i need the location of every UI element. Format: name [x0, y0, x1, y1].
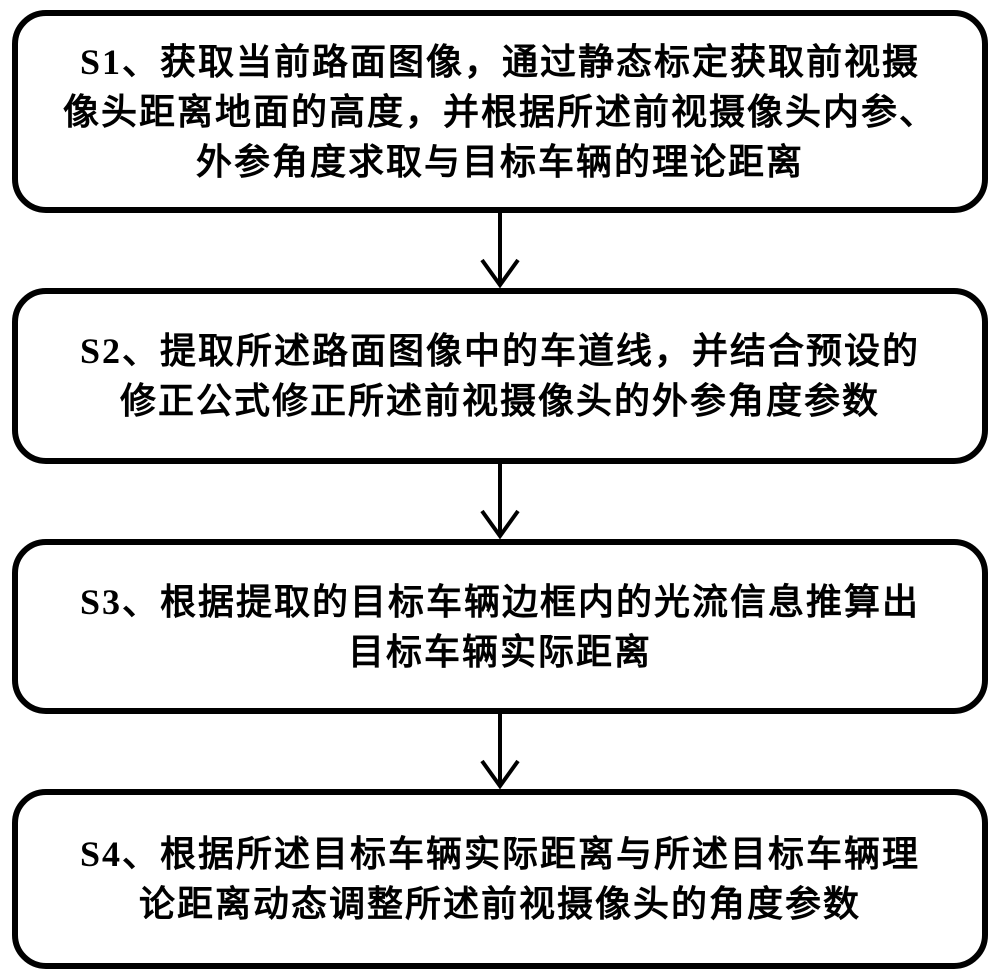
step-s2-line-2: 修正公式修正所述前视摄像头的外参角度参数 — [119, 381, 880, 421]
step-s1-line-3: 外参角度求取与目标车辆的理论距离 — [195, 141, 804, 182]
down-arrow-icon — [480, 213, 520, 288]
connector-s3-s4 — [476, 714, 524, 789]
down-arrow-icon — [480, 714, 520, 789]
step-s1-line-2: 像头距离地面的高度，并根据所述前视摄像头内参、 — [62, 91, 937, 132]
step-s3-line-1: S3、根据提取的目标车辆边框内的光流信息推算出 — [79, 581, 921, 622]
connector-s2-s3 — [476, 464, 524, 539]
step-s4-line-1: S4、根据所述目标车辆实际距离与所述目标车辆理 — [79, 834, 921, 874]
step-box-s2: S2、提取所述路面图像中的车道线，并结合预设的 修正公式修正所述前视摄像头的外参… — [12, 288, 988, 464]
step-s3-line-2: 目标车辆实际距离 — [347, 631, 652, 672]
step-s2-line-1: S2、提取所述路面图像中的车道线，并结合预设的 — [79, 331, 921, 371]
step-box-s1: S1、获取当前路面图像，通过静态标定获取前视摄 像头距离地面的高度，并根据所述前… — [12, 10, 988, 213]
step-s4-line-2: 论距离动态调整所述前视摄像头的角度参数 — [138, 884, 861, 924]
step-s1-line-1: S1、获取当前路面图像，通过静态标定获取前视摄 — [79, 41, 921, 82]
down-arrow-icon — [480, 464, 520, 539]
step-box-s4: S4、根据所述目标车辆实际距离与所述目标车辆理 论距离动态调整所述前视摄像头的角… — [12, 789, 988, 969]
connector-s1-s2 — [476, 213, 524, 288]
step-box-s3: S3、根据提取的目标车辆边框内的光流信息推算出 目标车辆实际距离 — [12, 539, 988, 714]
